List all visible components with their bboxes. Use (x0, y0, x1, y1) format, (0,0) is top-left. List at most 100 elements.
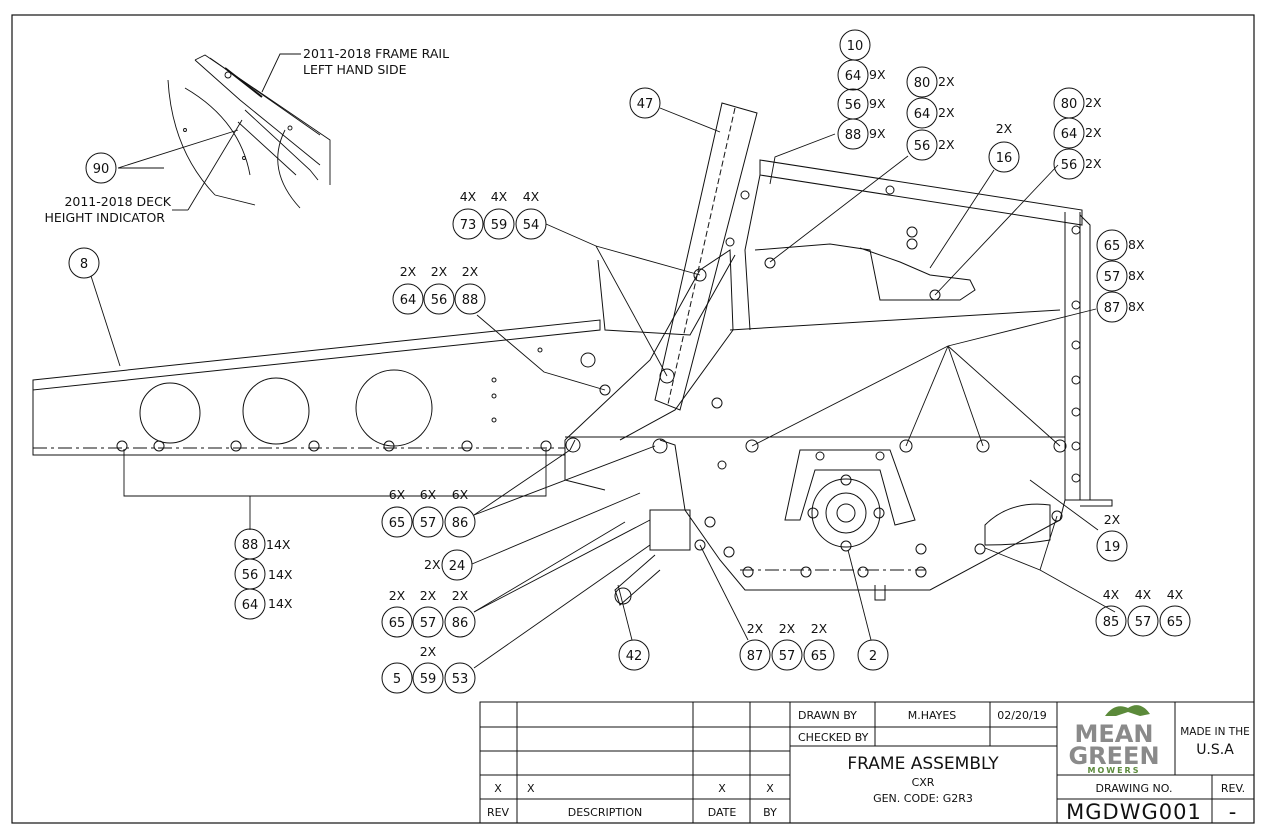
bubble-57: 57 (1135, 615, 1152, 630)
rev-row-rev: X (494, 782, 502, 795)
qty-4x: 4X (491, 189, 508, 204)
qty-8x: 8X (1128, 268, 1145, 283)
bubble-57: 57 (779, 649, 796, 664)
qty-4x: 4X (1167, 587, 1184, 602)
drawn-date: 02/20/19 (997, 709, 1046, 722)
qty-8x: 8X (1128, 237, 1145, 252)
bubble-56: 56 (845, 98, 862, 113)
bubble-87: 87 (1104, 301, 1121, 316)
note-frame-rail-line2: LEFT HAND SIDE (303, 62, 407, 77)
bubble-90: 90 (93, 162, 110, 177)
qty-4x: 4X (1103, 587, 1120, 602)
qty-2x: 2X (420, 588, 437, 603)
bubble-73: 73 (460, 218, 477, 233)
logo-text-mowers: MOWERS (1088, 766, 1141, 775)
bubble-86: 86 (452, 616, 469, 631)
bubble-56: 56 (242, 568, 259, 583)
qty-2x: 2X (1085, 95, 1102, 110)
qty-2x: 2X (779, 621, 796, 636)
leader-lines (90, 53, 1116, 669)
qty-4x: 4X (460, 189, 477, 204)
bubble-16: 16 (996, 151, 1013, 166)
bubble-65: 65 (1167, 615, 1184, 630)
logo-text-mean: MEAN (1075, 720, 1154, 748)
drawing-title: FRAME ASSEMBLY (847, 754, 999, 774)
bubble-24: 24 (449, 559, 466, 574)
logo-text-green: GREEN (1068, 742, 1159, 770)
bubble-19: 19 (1104, 540, 1121, 555)
checked-by-label: CHECKED BY (798, 731, 869, 744)
gen-code: GEN. CODE: G2R3 (873, 792, 973, 805)
bubble-8: 8 (80, 257, 88, 272)
header-date: DATE (708, 806, 737, 819)
mean-green-logo: MEAN GREEN MOWERS (1068, 705, 1160, 775)
qty-2x: 2X (424, 557, 441, 572)
qty-4x: 4X (523, 189, 540, 204)
qty-6x: 6X (420, 487, 437, 502)
bubble-57: 57 (420, 616, 437, 631)
bubble-53: 53 (452, 672, 469, 687)
revision-value: - (1229, 800, 1238, 824)
bubble-88: 88 (462, 293, 479, 308)
bubble-2: 2 (869, 649, 877, 664)
note-deck-height-line2: HEIGHT INDICATOR (45, 210, 166, 225)
drawing-no-label: DRAWING NO. (1096, 782, 1173, 795)
qty-2x: 2X (938, 137, 955, 152)
bubble-65: 65 (389, 516, 406, 531)
drawing-number: MGDWG001 (1066, 800, 1202, 824)
bubble-10: 10 (847, 39, 864, 54)
qty-2x: 2X (1085, 125, 1102, 140)
header-description: DESCRIPTION (568, 806, 642, 819)
rev-row-by: X (766, 782, 774, 795)
frame-bolt-row (116, 440, 552, 452)
bubble-59: 59 (420, 672, 437, 687)
callout-bubbles (68, 29, 1191, 694)
bubble-56: 56 (914, 139, 931, 154)
bubble-54: 54 (523, 218, 540, 233)
bubble-42: 42 (626, 649, 643, 664)
title-block: DRAWN BY M.HAYES 02/20/19 CHECKED BY FRA… (487, 705, 1250, 824)
bubble-64: 64 (400, 293, 417, 308)
detail-inset-frame-rail (167, 54, 331, 209)
bubble-65: 65 (811, 649, 828, 664)
qty-2x: 2X (431, 264, 448, 279)
bubble-88: 88 (845, 128, 862, 143)
qty-2x: 2X (1085, 156, 1102, 171)
qty-14x: 14X (266, 537, 291, 552)
qty-4x: 4X (1135, 587, 1152, 602)
qty-2x: 2X (938, 105, 955, 120)
qty-8x: 8X (1128, 299, 1145, 314)
bubble-85: 85 (1103, 615, 1120, 630)
bubble-5: 5 (393, 672, 401, 687)
qty-6x: 6X (389, 487, 406, 502)
rev-row-date: X (718, 782, 726, 795)
bubble-57: 57 (1104, 270, 1121, 285)
qty-9x: 9X (869, 67, 886, 82)
model-code: CXR (912, 776, 935, 789)
bubble-59: 59 (491, 218, 508, 233)
bubble-64: 64 (242, 598, 259, 613)
made-in-label: MADE IN THE (1180, 726, 1250, 738)
bubble-80: 80 (914, 76, 931, 91)
qty-2x: 2X (400, 264, 417, 279)
callout-texts: 2011-2018 FRAME RAIL LEFT HAND SIDE 2011… (45, 39, 1184, 687)
qty-2x: 2X (747, 621, 764, 636)
header-by: BY (763, 806, 777, 819)
qty-2x: 2X (1104, 512, 1121, 527)
bubble-65: 65 (389, 616, 406, 631)
drawn-by-value: M.HAYES (908, 709, 957, 722)
qty-14x: 14X (268, 567, 293, 582)
bubble-86: 86 (452, 516, 469, 531)
bubble-80: 80 (1061, 97, 1078, 112)
qty-2x: 2X (811, 621, 828, 636)
bubble-57: 57 (420, 516, 437, 531)
qty-2x: 2X (452, 588, 469, 603)
bubble-65: 65 (1104, 239, 1121, 254)
bubble-64: 64 (914, 107, 931, 122)
bubble-64: 64 (845, 69, 862, 84)
bubble-87: 87 (747, 649, 764, 664)
made-in-country: U.S.A (1196, 742, 1234, 758)
qty-2x: 2X (420, 644, 437, 659)
frame-rail-left (32, 319, 601, 456)
